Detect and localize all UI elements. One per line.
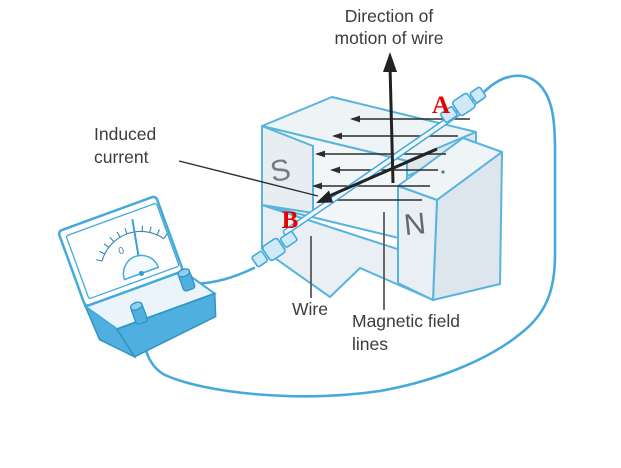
label-induced-current-line1: Induced bbox=[94, 124, 156, 144]
field-line bbox=[330, 166, 438, 174]
induced-current-arrow bbox=[316, 147, 438, 203]
label-direction-of-motion-line1: Direction of bbox=[345, 6, 434, 26]
label-wire: Wire bbox=[292, 299, 328, 319]
label-magnetic-field-lines-line2: lines bbox=[352, 334, 388, 354]
connector-clip-b bbox=[251, 230, 298, 268]
wire-loop-a-to-galvanometer bbox=[141, 74, 557, 398]
north-pole-label: N bbox=[402, 207, 427, 242]
galvanometer-terminal-bottom bbox=[129, 301, 148, 325]
galvanometer-zero-label: 0 bbox=[117, 245, 126, 257]
connector-clip-a bbox=[440, 86, 487, 124]
label-direction-of-motion-line2: motion of wire bbox=[335, 28, 444, 48]
motion-arrow bbox=[383, 52, 397, 184]
north-block-dot bbox=[441, 170, 445, 174]
horseshoe-magnet bbox=[261, 96, 503, 301]
label-induced-current-line2: current bbox=[94, 147, 149, 167]
point-label-a: A bbox=[432, 92, 450, 119]
point-label-b: B bbox=[282, 207, 299, 234]
label-magnetic-field-lines-line1: Magnetic field bbox=[352, 311, 460, 331]
field-line bbox=[332, 132, 458, 140]
north-pole-face bbox=[397, 185, 438, 301]
field-line bbox=[312, 182, 430, 190]
galvanometer: 0 bbox=[57, 195, 217, 359]
galvanometer-hub-dot bbox=[138, 270, 145, 276]
induced-current-leader-line bbox=[178, 160, 319, 197]
galvanometer-terminal-right bbox=[177, 268, 196, 292]
galvanometer-front-panel bbox=[115, 292, 217, 358]
galvanometer-hub bbox=[122, 254, 160, 281]
